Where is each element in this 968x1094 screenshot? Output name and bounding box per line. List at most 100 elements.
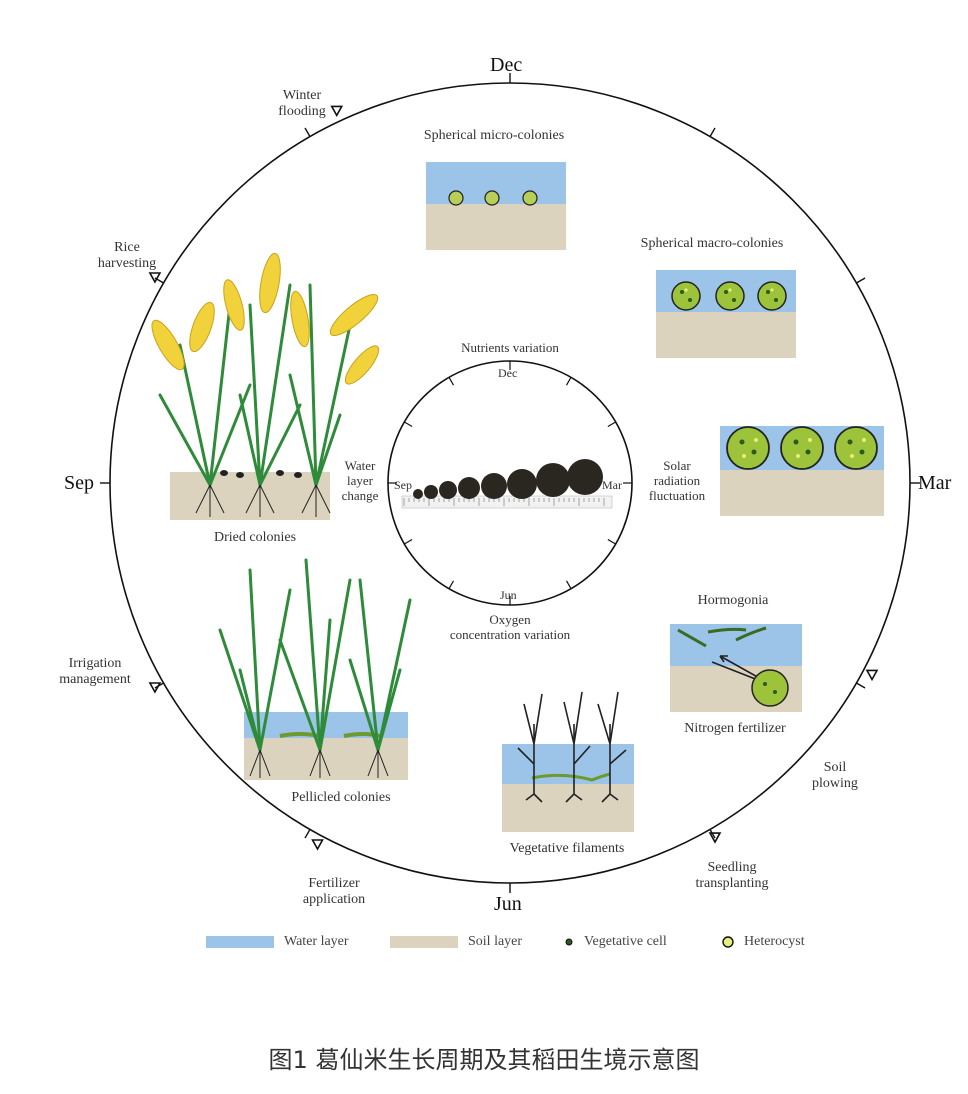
inner-month-jun: Jun: [500, 588, 517, 602]
fertilizer-application-label: Fertilizer application: [302, 876, 366, 907]
event-triangle: [708, 832, 722, 844]
ring-tick: [404, 538, 413, 545]
colony-ball: [458, 477, 480, 499]
spherical-micro-panel: [426, 162, 566, 250]
rice-plants-ripe: [151, 252, 380, 517]
hormogonium-filament: [735, 626, 767, 642]
inner-month-dec: Dec: [498, 366, 518, 380]
oxygen-concentration-label: Oxygen concentration variation: [449, 612, 571, 642]
heterocyst-icon: [722, 936, 734, 948]
vegetative-filaments-label: Vegetative filaments: [509, 841, 625, 856]
event-triangles: [148, 105, 879, 851]
nitrogen-colony: [751, 669, 789, 707]
micro-colony: [484, 190, 500, 206]
vegetative-cell-icon: [565, 938, 573, 946]
winter-flooding-label: Winter flooding: [278, 88, 326, 119]
micro-colony: [522, 190, 538, 206]
legend-soil: Soil layer: [390, 934, 522, 950]
spherical-micro-title: Spherical micro-colonies: [423, 128, 565, 143]
grain-panicle: [329, 294, 379, 336]
ring-tick: [709, 127, 716, 137]
spherical-macro-title: Spherical macro-colonies: [640, 236, 784, 251]
spherical-macro-panel: [656, 270, 796, 358]
grain-panicle: [290, 290, 310, 348]
macro-colony: [671, 281, 701, 311]
macro-colony: [715, 281, 745, 311]
grain-panicle: [344, 345, 380, 385]
seedling-transplanting-label: Seedling transplanting: [695, 860, 769, 891]
inner-month-mar: Mar: [602, 478, 622, 492]
water-layer-change-label: Water layer change: [341, 458, 379, 503]
filament-mat: [531, 772, 611, 782]
month-label-sep: Sep: [64, 472, 94, 494]
solar-radiation-label: Solar radiation fluctuation: [648, 458, 706, 503]
grain-panicle: [189, 301, 215, 353]
dried-colonies-label: Dried colonies: [213, 530, 297, 545]
ring-tick: [304, 127, 311, 137]
irrigation-management-label: Irrigation management: [59, 656, 131, 687]
colony-ball: [413, 489, 423, 499]
event-triangle: [865, 669, 879, 682]
figure-caption: 图1 葛仙米生长周期及其稻田生境示意图: [268, 1046, 700, 1074]
event-triangle: [148, 272, 162, 284]
water-swatch: [206, 936, 274, 948]
ring-tick: [404, 421, 413, 428]
colony-ball: [439, 481, 457, 499]
soil-plowing-label: Soil plowing: [812, 760, 858, 791]
seedlings: [517, 691, 627, 803]
large-colony: [780, 426, 824, 470]
hormogonium-filament: [707, 627, 747, 634]
pellicle: [279, 732, 321, 738]
macro-colony: [757, 281, 787, 311]
ring-tick: [607, 421, 616, 428]
hormogonia-panel: [670, 624, 802, 712]
hormogonium-filament: [677, 628, 707, 648]
colony-size-series: [401, 459, 613, 509]
colony-ball: [424, 485, 438, 499]
legend-vegetative-label: Vegetative cell: [584, 934, 667, 949]
event-triangle: [330, 105, 344, 118]
nutrients-variation-label: Nutrients variation: [461, 340, 559, 355]
colony-ball: [567, 459, 603, 495]
ring-tick: [856, 682, 866, 689]
grain-panicle: [223, 279, 245, 331]
legend-heterocyst-label: Heterocyst: [744, 934, 805, 949]
ring-tick: [565, 580, 572, 589]
colony-ball: [481, 473, 507, 499]
month-label-dec: Dec: [490, 54, 523, 76]
hormogonia-title: Hormogonia: [697, 593, 769, 608]
micro-colony: [448, 190, 464, 206]
rice-harvesting-label: Rice harvesting: [97, 240, 157, 271]
colony-ball: [536, 463, 570, 497]
ring-tick: [607, 538, 616, 545]
large-colonies-panel: [720, 426, 884, 516]
soil-swatch: [390, 936, 458, 948]
colony-ball: [507, 469, 537, 499]
outer-ring-ticks: [100, 73, 920, 893]
cycle-diagram: [100, 73, 920, 893]
event-triangle: [148, 682, 162, 694]
inner-month-sep: Sep: [394, 478, 412, 492]
ring-tick: [565, 377, 572, 386]
ring-tick: [448, 580, 455, 589]
ring-tick: [856, 277, 866, 284]
ring-tick: [448, 377, 455, 386]
vegetative-filaments-panel: [502, 744, 634, 832]
event-triangle: [311, 839, 324, 851]
legend-vegetative: Vegetative cell: [562, 934, 667, 950]
month-label-mar: Mar: [918, 472, 952, 494]
ring-tick: [304, 829, 311, 839]
legend-soil-label: Soil layer: [468, 934, 523, 949]
month-label-jun: Jun: [494, 893, 522, 915]
inner-ring-ticks: [388, 361, 632, 605]
legend-water: Water layer: [206, 934, 349, 950]
large-colony: [726, 426, 770, 470]
grain-panicle: [259, 252, 281, 314]
legend-water-label: Water layer: [284, 934, 349, 949]
pellicled-colonies-label: Pellicled colonies: [291, 790, 391, 805]
large-colony: [834, 426, 878, 470]
legend-heterocyst: Heterocyst: [720, 934, 805, 950]
rice-plants-green: [218, 558, 412, 778]
ruler: [401, 495, 613, 509]
grain-panicle: [151, 319, 185, 371]
